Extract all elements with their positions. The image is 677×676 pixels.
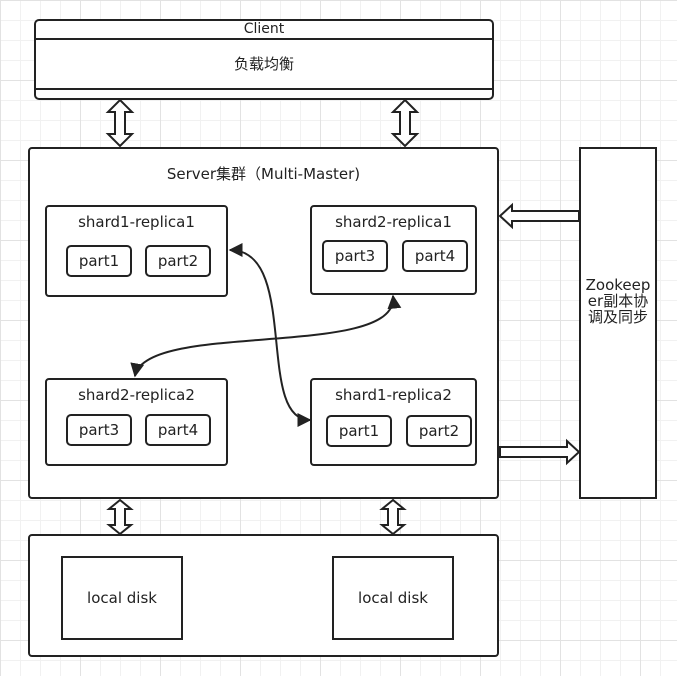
shard2-replica1-box: shard2-replica1 part3 part4 xyxy=(310,205,477,295)
part-box: part2 xyxy=(145,245,211,277)
local-disk-2: local disk xyxy=(332,556,454,640)
shard-title: shard1-replica2 xyxy=(335,386,452,404)
load-balancer-label: 负载均衡 xyxy=(233,55,294,73)
shard-title: shard2-replica1 xyxy=(335,213,452,231)
shard2-replica2-box: shard2-replica2 part3 part4 xyxy=(45,378,228,466)
arrow-server-to-zookeeper xyxy=(499,438,581,466)
client-title: Client xyxy=(36,21,492,40)
part-box: part2 xyxy=(406,415,472,447)
part-box: part1 xyxy=(326,415,392,447)
arrow-zookeeper-to-server xyxy=(498,202,580,230)
zookeeper-box: Zookeeper副本协调及同步 xyxy=(579,147,657,499)
shard-title: shard1-replica1 xyxy=(78,213,195,231)
client-box: Client 负载均衡 xyxy=(34,19,494,100)
shard1-replica2-box: shard1-replica2 part1 part2 xyxy=(310,378,477,466)
zookeeper-label: Zookeeper副本协调及同步 xyxy=(585,276,651,326)
part-box: part4 xyxy=(145,414,211,446)
double-arrow-server-storage-right xyxy=(379,498,407,536)
shard1-replica1-box: shard1-replica1 part1 part2 xyxy=(45,205,228,297)
double-arrow-server-storage-left xyxy=(106,498,134,536)
part-box: part3 xyxy=(322,240,388,272)
double-arrow-client-server-right xyxy=(390,98,420,148)
local-disk-1: local disk xyxy=(61,556,183,640)
part-box: part1 xyxy=(66,245,132,277)
double-arrow-client-server-left xyxy=(105,98,135,148)
shard-title: shard2-replica2 xyxy=(78,386,195,404)
part-box: part4 xyxy=(402,240,468,272)
server-cluster-title: Server集群（Multi-Master) xyxy=(166,165,361,183)
part-box: part3 xyxy=(66,414,132,446)
client-footer-bar xyxy=(36,88,492,98)
